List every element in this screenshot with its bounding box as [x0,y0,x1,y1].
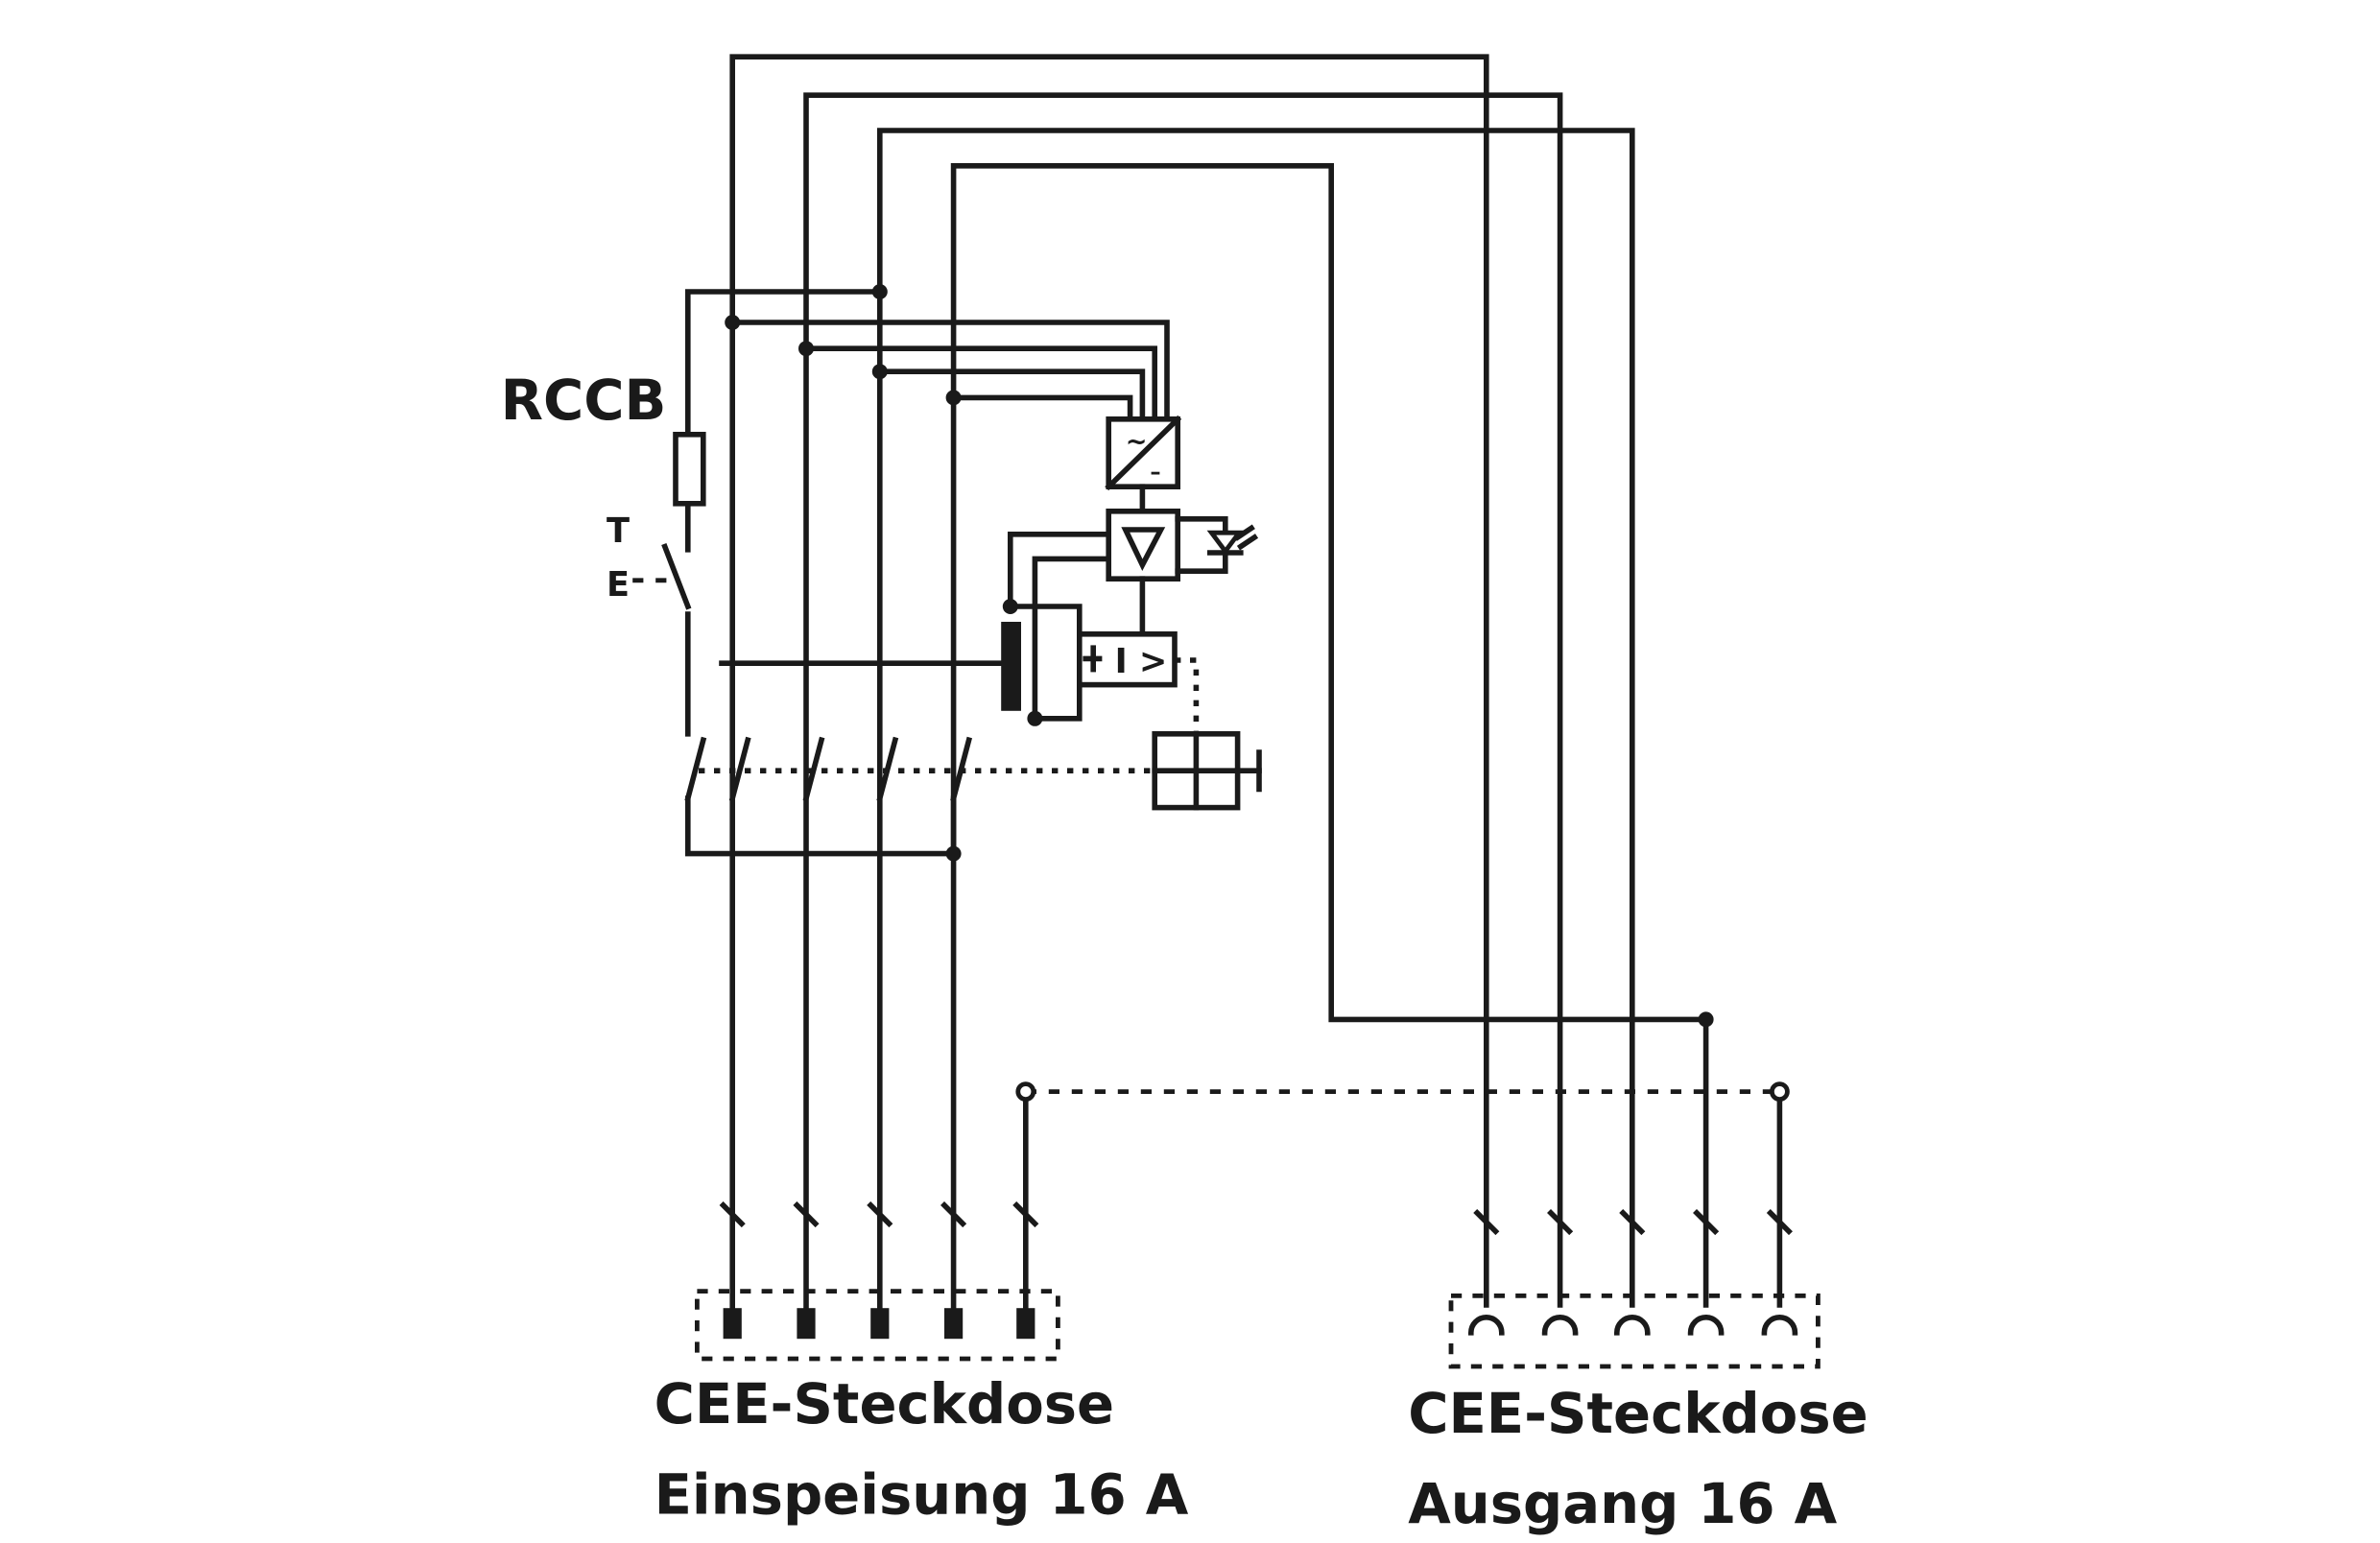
junction-dot [945,845,962,862]
conductor-lines [729,54,1790,1316]
test-label-e: E [607,565,630,605]
test-button-contact [661,542,692,610]
rccb-label: RCCB [501,368,667,433]
pe-terminal-left [1015,1081,1036,1103]
inlet-label-line2: Einspeisung 16 A [654,1463,1189,1528]
electronics-feeds [725,315,1170,422]
feed-l2 [803,345,1157,422]
tick-mark [1547,1209,1574,1236]
inlet-pin [1016,1308,1035,1340]
trip-relay: I > [1077,631,1178,688]
inlet-socket [695,1289,1060,1362]
led-indicator [1175,516,1259,574]
outlet-contact [1613,1315,1651,1336]
tick-mark [719,1201,746,1228]
junction-dot [871,364,888,380]
tick-mark [793,1201,820,1228]
test-wire [685,289,883,553]
inlet-pin [723,1308,742,1340]
tick-mark [1766,1209,1793,1236]
amplifier [1106,509,1180,582]
sensor-wiring [1002,532,1146,726]
trip-link [1175,657,1200,737]
pe-terminal-right [1770,1081,1790,1103]
conductor-l3 [877,128,1635,1316]
junction-dot [945,390,962,406]
outlet-label-line2: Ausgang 16 A [1408,1472,1837,1536]
feed-n [950,394,1133,422]
ac-dc-converter: ~ – [1105,415,1182,491]
conductor-l2 [803,92,1563,1316]
conductor-l1 [729,54,1489,1316]
feed-l3 [877,368,1146,422]
junction-dot [871,284,888,299]
conductor-n [950,163,1709,1316]
tick-mark [940,1201,967,1228]
inlet-label-line1: CEE-Steckdose [654,1372,1115,1436]
outlet-contact [1687,1315,1725,1336]
trip-relay-label: I > [1115,642,1168,681]
outlet-contact [1761,1315,1798,1336]
tick-mark [1693,1209,1720,1236]
outlet-contact [1467,1315,1505,1336]
junction-dot [1027,710,1043,726]
junction-dot [798,341,814,357]
junction-dot [1698,1011,1714,1028]
trip-mechanism [1152,731,1262,811]
tick-mark [1012,1201,1039,1228]
summation-transformer [1001,622,1021,711]
junction-dot [1002,599,1018,614]
inlet-pin [797,1308,816,1340]
junction-dot [725,315,741,330]
conductor-ticks [719,1201,1793,1236]
inlet-pin [944,1308,964,1340]
test-circuit [632,284,888,737]
test-label-t: T [607,511,630,551]
converter-dc-symbol: – [1150,460,1160,485]
main-contacts [684,736,1155,862]
outlet-label-line1: CEE-Steckdose [1408,1382,1868,1446]
tick-mark [867,1201,893,1228]
converter-ac-symbol: ~ [1126,427,1148,457]
test-resistor [673,432,706,507]
feed-l1 [729,320,1170,422]
inlet-pin [870,1308,890,1340]
tick-mark [1473,1209,1500,1236]
outlet-contact [1541,1315,1579,1336]
tick-mark [1619,1209,1646,1236]
outlet-socket [1448,1294,1821,1369]
